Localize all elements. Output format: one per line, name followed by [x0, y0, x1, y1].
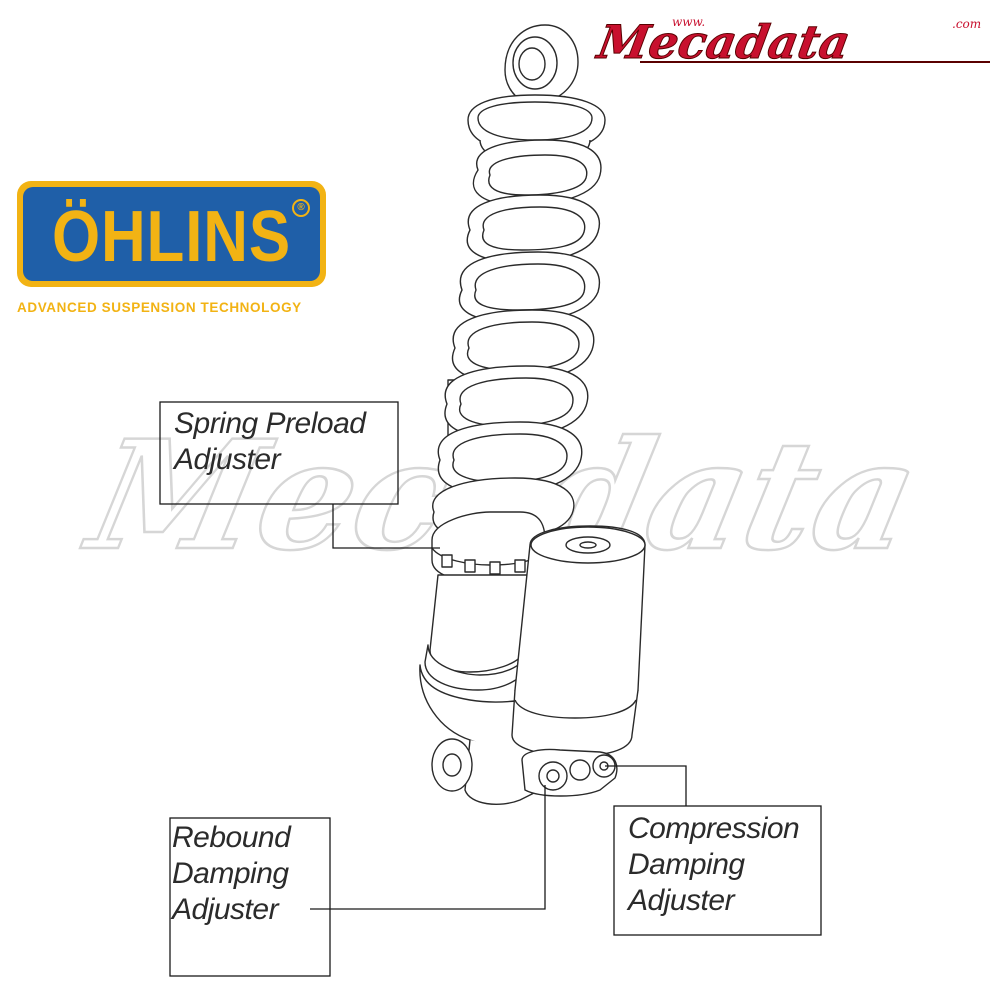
spring-preload-label: Spring Preload Adjuster — [174, 407, 366, 476]
reservoir-canister — [511, 525, 646, 757]
preload-collar — [431, 511, 546, 583]
mecadata-top-suffix: .com — [952, 17, 981, 31]
shock-absorber-drawing — [419, 24, 646, 805]
ohlins-logo: ÖHLINS ® — [17, 181, 326, 287]
mecadata-top-prefix: www. — [672, 15, 705, 29]
rebound-damping-label: Rebound Damping Adjuster — [172, 821, 291, 926]
compression-damping-box — [613, 805, 822, 936]
ohlins-logo-panel: ÖHLINS ® — [23, 187, 320, 281]
spring-preload-leader — [332, 504, 440, 549]
registered-mark-icon: ® — [292, 199, 310, 217]
top-eyelet — [504, 24, 579, 113]
compression-damping-label: Compression Damping Adjuster — [628, 812, 800, 917]
rebound-damping-box — [169, 817, 331, 977]
coil-spring — [432, 139, 602, 541]
ohlins-logo-word: ÖHLINS — [51, 197, 292, 277]
adjuster-knobs — [521, 748, 618, 797]
ohlins-tagline: ADVANCED SUSPENSION TECHNOLOGY — [17, 300, 302, 315]
mecadata-top-word: Mecadata — [592, 14, 855, 69]
main-body-cylinder — [424, 574, 529, 691]
compression-damping-leader — [605, 765, 687, 806]
rebound-damping-leader — [310, 785, 546, 910]
callout-lines — [159, 401, 822, 977]
mecadata-top-logo: www. .com Mecadata — [591, 14, 990, 69]
spring-preload-box — [159, 401, 399, 505]
